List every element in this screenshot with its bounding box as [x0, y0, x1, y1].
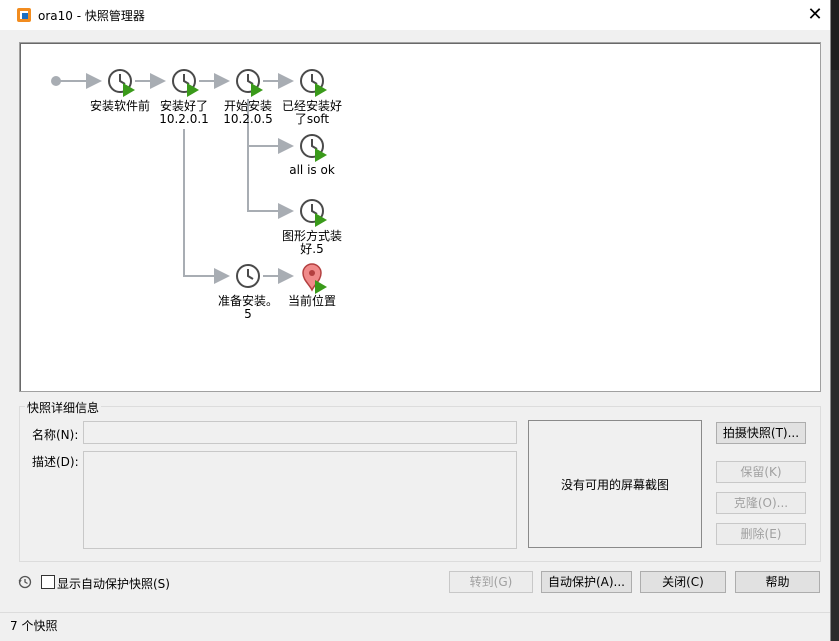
connector-line: [183, 129, 230, 284]
snapshot-tree-graph: [51, 69, 327, 294]
name-label: 名称(N):: [32, 428, 79, 442]
snapshot-count-status: 7 个快照: [10, 619, 58, 633]
screenshot-preview: 没有可用的屏幕截图: [528, 420, 702, 548]
details-group-title: 快照详细信息: [25, 399, 102, 416]
screenshot-placeholder-text: 没有可用的屏幕截图: [560, 477, 669, 492]
snapshot-label[interactable]: 已经安装好 了soft: [281, 99, 342, 126]
snapshot-clock-icon: [300, 69, 327, 97]
close-button[interactable]: 关闭(C): [640, 571, 726, 593]
description-field[interactable]: [83, 451, 517, 549]
details-frame: [19, 406, 821, 562]
snapshot-clock-icon: [300, 199, 327, 227]
snapshot-label[interactable]: all is ok: [289, 163, 335, 177]
snapshot-label[interactable]: 图形方式装 好.5: [281, 229, 342, 256]
snapshot-clock-icon: [236, 264, 260, 288]
snapshot-clock-icon: [236, 69, 263, 97]
snapshot-label[interactable]: 安装好了 10.2.0.1: [159, 99, 209, 126]
snapshot-label[interactable]: 准备安装。 5: [217, 294, 278, 321]
autoprotect-button[interactable]: 自动保护(A)...: [541, 571, 632, 593]
close-icon[interactable]: ✕: [807, 4, 823, 25]
delete-button[interactable]: 删除(E): [716, 523, 806, 545]
keep-button[interactable]: 保留(K): [716, 461, 806, 483]
name-field[interactable]: [83, 421, 517, 444]
goto-button[interactable]: 转到(G): [449, 571, 533, 593]
take-snapshot-button[interactable]: 拍摄快照(T)...: [716, 422, 806, 444]
show-autoprotect-label[interactable]: 显示自动保护快照(S): [57, 577, 170, 591]
title-bar: ora10 - 快照管理器 ✕: [0, 0, 830, 30]
clone-button[interactable]: 克隆(O)...: [716, 492, 806, 514]
snapshot-clock-icon: [108, 69, 135, 97]
background-app-strip: [831, 70, 839, 641]
current-location-label[interactable]: 当前位置: [287, 294, 336, 308]
connector-line: [247, 146, 294, 219]
window-title: ora10 - 快照管理器: [38, 9, 145, 23]
app-icon: [17, 8, 31, 22]
snapshot-clock-icon: [300, 134, 327, 162]
show-autoprotect-checkbox[interactable]: [41, 575, 55, 589]
snapshot-label[interactable]: 安装软件前: [89, 99, 150, 113]
snapshot-tree-panel[interactable]: 安装软件前 安装好了 10.2.0.1 开始安装 10.2.0.5 已经安装好 …: [19, 42, 821, 392]
status-separator: [0, 612, 830, 613]
history-icon: [18, 575, 32, 589]
snapshot-label[interactable]: 开始安装 10.2.0.5: [223, 99, 273, 126]
snapshot-details-group: 快照详细信息: [19, 398, 821, 562]
current-location-pin-icon: [302, 263, 327, 294]
root-node: [51, 76, 61, 86]
snapshot-clock-icon: [172, 69, 199, 97]
description-label: 描述(D):: [32, 455, 79, 469]
help-button[interactable]: 帮助: [735, 571, 820, 593]
